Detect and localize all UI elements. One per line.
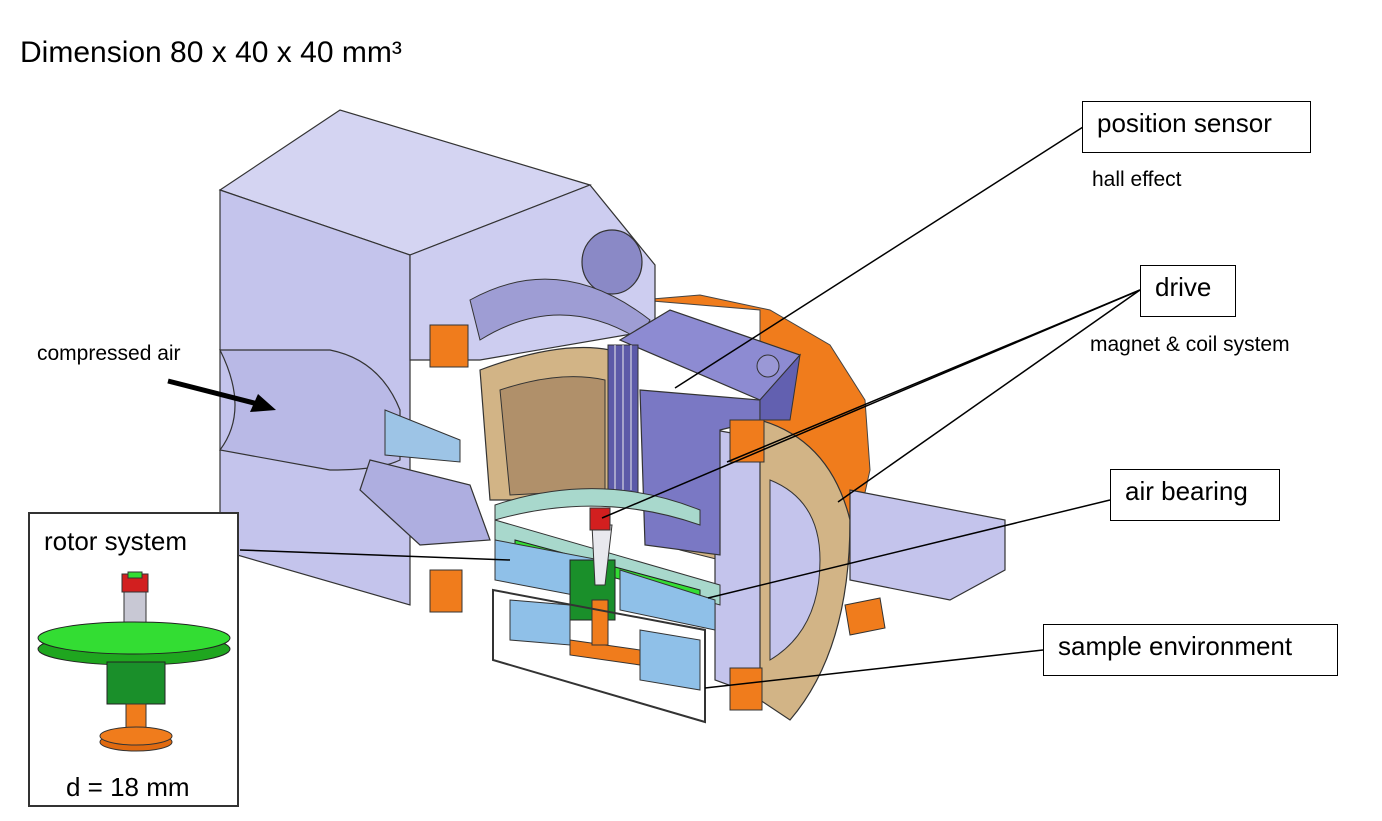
compressed-air-arrow xyxy=(167,378,276,412)
leader-sample-environment xyxy=(704,649,1044,689)
housing-block xyxy=(218,109,656,606)
position-sensor-title: position sensor xyxy=(1097,108,1272,138)
air-inlet-bore xyxy=(218,349,491,546)
rotor-system-inset: rotor system d = 18 mm xyxy=(28,512,239,807)
air-bearing-title: air bearing xyxy=(1125,476,1248,506)
rotor-illustration xyxy=(37,571,231,752)
rotor-base xyxy=(99,726,173,746)
position-sensor-subtitle: hall effect xyxy=(1092,168,1182,191)
air-bearing-label: air bearing xyxy=(1110,469,1280,521)
drive-label: drive xyxy=(1140,265,1236,317)
orange-clamps xyxy=(429,324,886,711)
sample-environment-parts xyxy=(492,588,706,724)
rotor-system-title: rotor system xyxy=(44,526,188,556)
leader-air-bearing xyxy=(707,499,1111,599)
air-bearing-assembly xyxy=(494,488,721,631)
leader-lines xyxy=(239,126,1141,689)
sample-environment-label: sample environment xyxy=(1043,624,1338,676)
compressed-air-label: compressed air xyxy=(37,342,181,365)
position-sensor-label: position sensor xyxy=(1082,101,1311,153)
rotor-dimension: d = 18 mm xyxy=(66,772,190,802)
leader-drive-3 xyxy=(837,289,1141,503)
leader-position-sensor xyxy=(674,126,1084,389)
page-title: Dimension 80 x 40 x 40 mm³ xyxy=(20,36,402,69)
drive-subtitle: magnet & coil system xyxy=(1090,333,1290,356)
sample-environment-title: sample environment xyxy=(1058,631,1293,661)
leader-drive-2 xyxy=(726,289,1141,463)
rotor-disk xyxy=(37,621,231,655)
drive-title: drive xyxy=(1155,272,1212,302)
leader-rotor-system xyxy=(239,549,511,561)
rotor-hub xyxy=(106,661,166,705)
rotor-marker xyxy=(127,571,143,579)
